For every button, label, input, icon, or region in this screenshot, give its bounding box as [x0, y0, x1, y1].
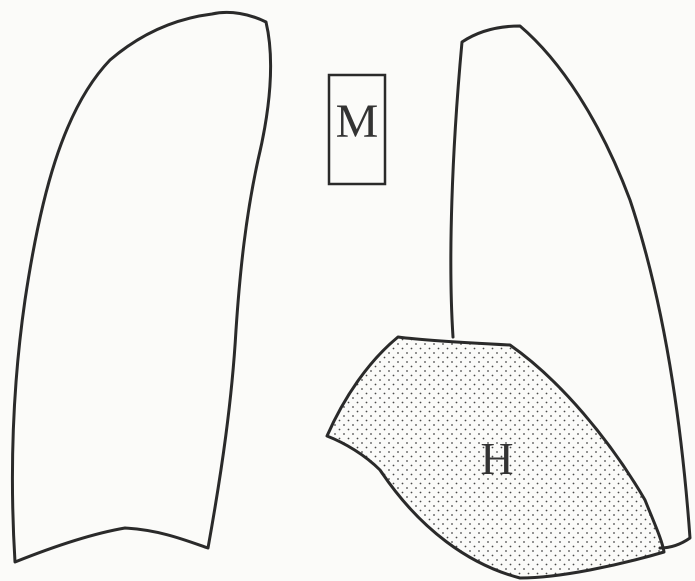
right-lung-outline: [12, 12, 270, 562]
heart-label: H: [480, 433, 513, 484]
mediastinum-label: M: [336, 95, 379, 148]
